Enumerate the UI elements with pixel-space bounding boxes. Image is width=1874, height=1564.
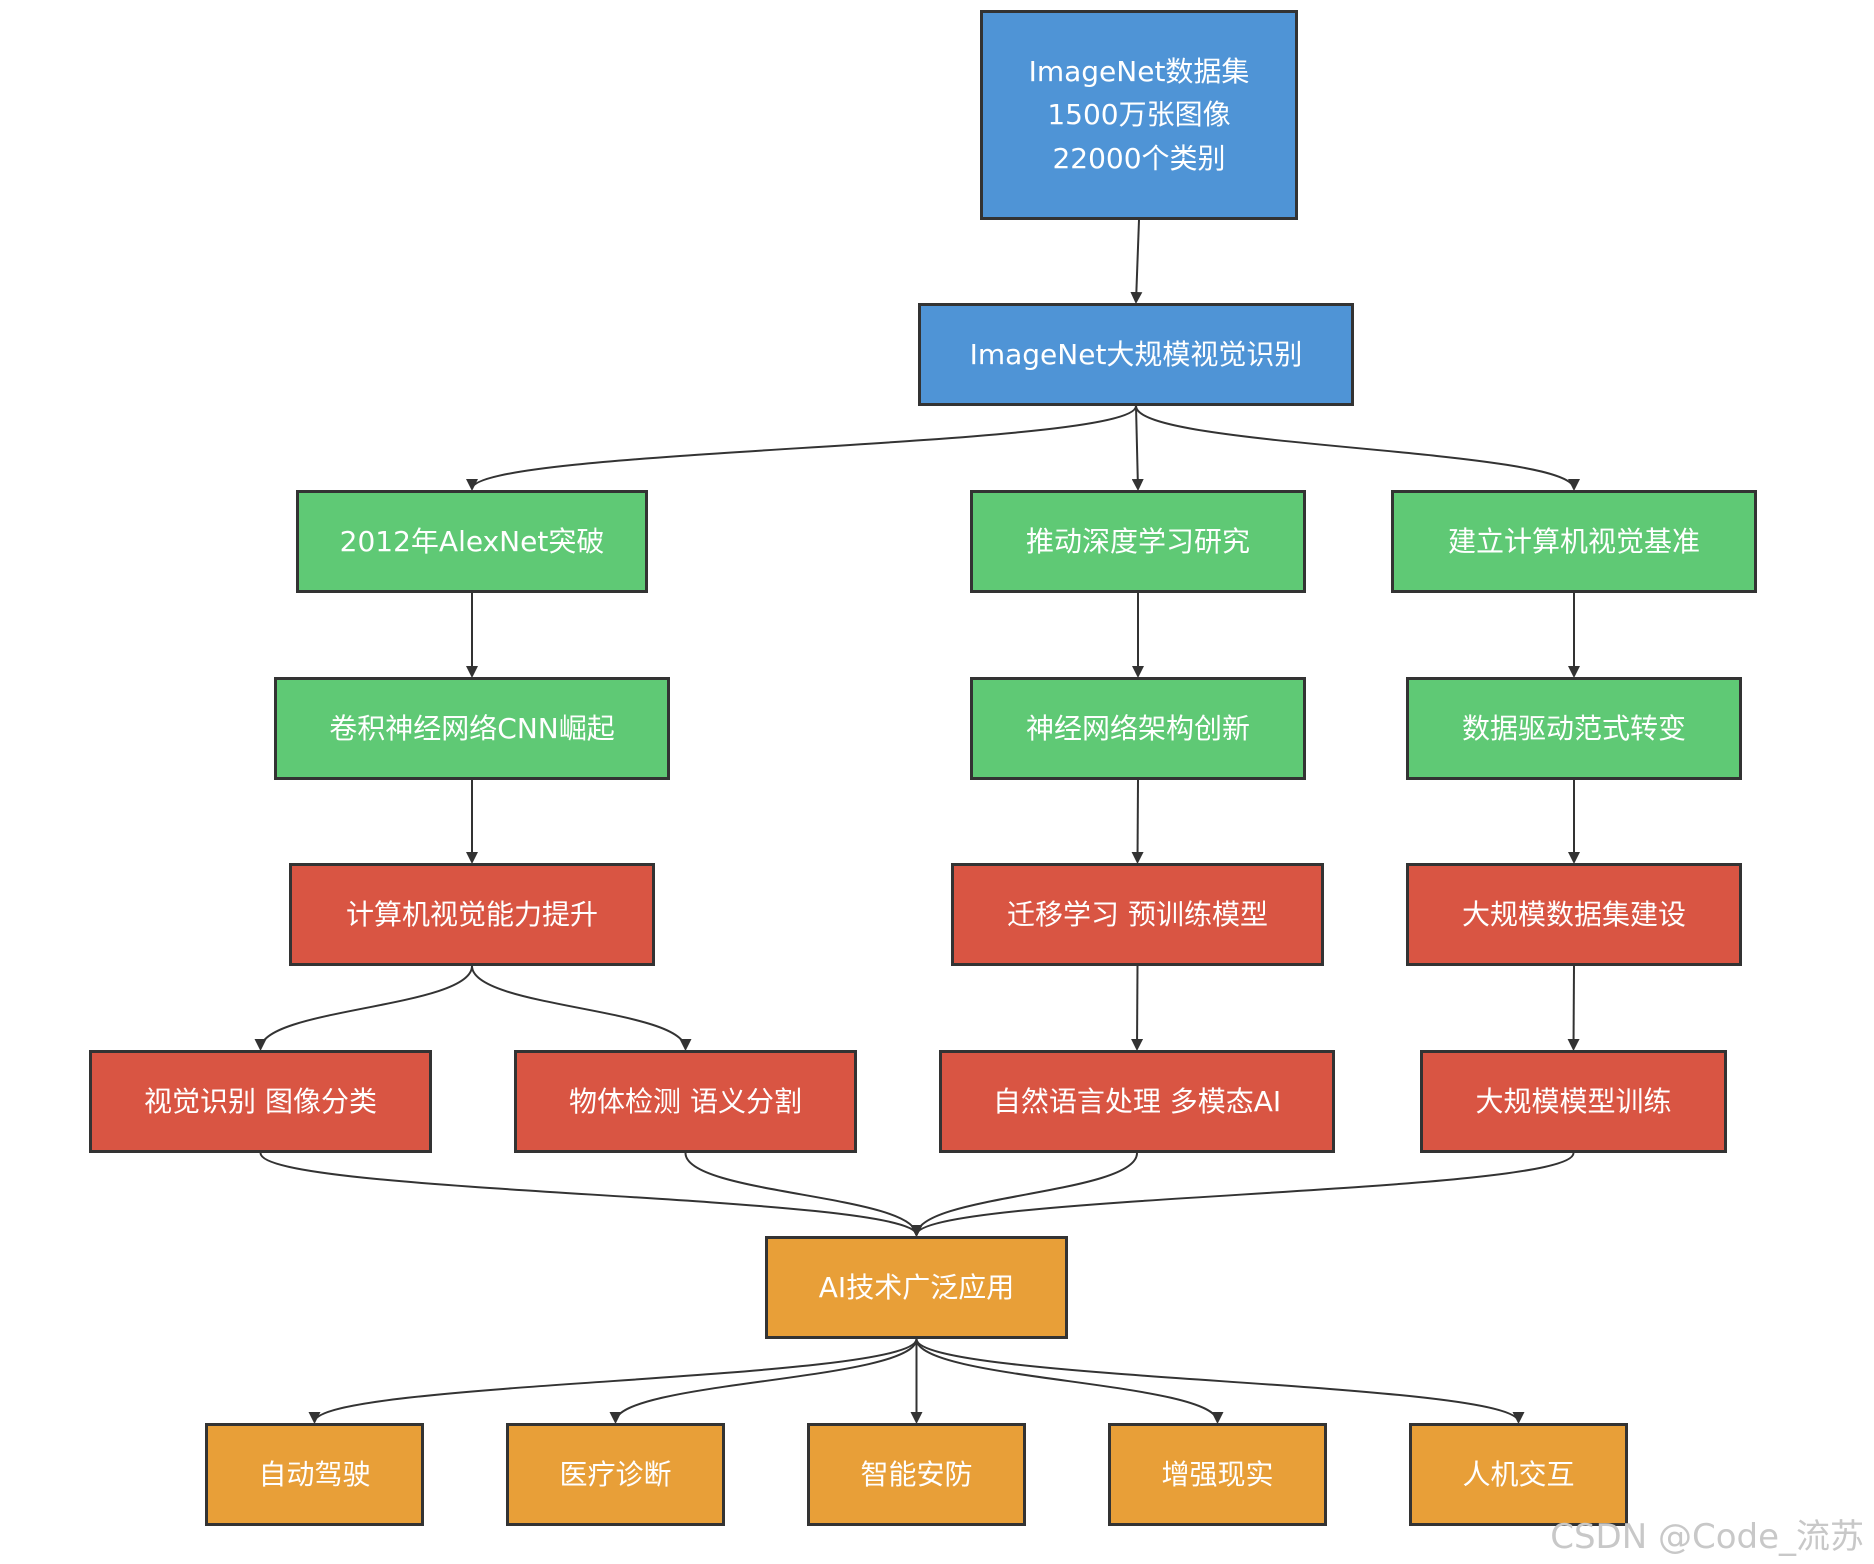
edge-ilsvrc-to-alexnet (466, 405, 1137, 491)
node-label: 计算机视觉能力提升 (345, 897, 598, 931)
edge-ai_apps-to-medical (609, 1338, 918, 1424)
node-line: 22000个类别 (1052, 141, 1226, 175)
edge-ai_apps-to-hci (915, 1338, 1525, 1424)
node-label: 推动深度学习研究 (1025, 524, 1250, 558)
node-label: 增强现实 (1161, 1457, 1274, 1491)
node-human-computer-interaction: 人机交互 (1409, 1423, 1628, 1526)
node-label: 建立计算机视觉基准 (1447, 524, 1700, 558)
edge-ai_apps-to-autodrive (308, 1338, 918, 1424)
watermark: CSDN @Code_流苏 (1550, 1517, 1864, 1557)
node-label: ImageNet大规模视觉识别 (969, 337, 1303, 371)
node-object-detection: 物体检测 语义分割 (514, 1050, 857, 1153)
node-imagenet-dataset: ImageNet数据集 1500万张图像 22000个类别 (980, 10, 1298, 220)
edge-large_model-to-ai_apps (910, 1152, 1575, 1237)
node-label: 视觉识别 图像分类 (144, 1084, 377, 1118)
node-alexnet: 2012年AlexNet突破 (296, 490, 648, 593)
node-label: 自动驾驶 (258, 1457, 371, 1491)
edge-nlp-to-ai_apps (910, 1152, 1138, 1237)
node-autonomous-driving: 自动驾驶 (205, 1423, 424, 1526)
edge-cv_capability-to-detection (471, 965, 692, 1051)
node-deep-learning: 推动深度学习研究 (970, 490, 1306, 593)
edge-transfer-to-nlp (1131, 965, 1144, 1051)
node-visual-recognition: 视觉识别 图像分类 (89, 1050, 432, 1153)
node-label: 人机交互 (1462, 1457, 1575, 1491)
node-ilsvrc: ImageNet大规模视觉识别 (918, 303, 1354, 406)
node-label: 大规模数据集建设 (1461, 897, 1686, 931)
node-medical-diagnosis: 医疗诊断 (506, 1423, 725, 1526)
node-line: 1500万张图像 (1047, 98, 1231, 132)
edge-detection-to-ai_apps (684, 1152, 923, 1237)
node-label: 迁移学习 预训练模型 (1007, 897, 1268, 931)
node-cv-benchmark: 建立计算机视觉基准 (1391, 490, 1757, 593)
edge-nn_arch-to-transfer (1131, 779, 1144, 864)
node-label: 数据驱动范式转变 (1461, 711, 1686, 745)
edge-ilsvrc-to-benchmark (1135, 405, 1580, 491)
node-label: 自然语言处理 多模态AI (992, 1084, 1282, 1118)
node-label: 物体检测 语义分割 (569, 1084, 802, 1118)
edge-large_dataset-to-large_model (1567, 965, 1580, 1051)
node-label: 医疗诊断 (559, 1457, 672, 1491)
node-label: 卷积神经网络CNN崛起 (329, 711, 615, 745)
edge-recognition-to-ai_apps (259, 1152, 923, 1237)
edge-ilsvrc-to-deep_learning (1131, 405, 1144, 491)
node-smart-security: 智能安防 (807, 1423, 1026, 1526)
node-cv-capability: 计算机视觉能力提升 (289, 863, 655, 966)
node-label: 智能安防 (860, 1457, 973, 1491)
edge-dataset-to-ilsvrc (1130, 219, 1143, 304)
node-large-dataset: 大规模数据集建设 (1406, 863, 1742, 966)
node-transfer-learning: 迁移学习 预训练模型 (951, 863, 1324, 966)
node-augmented-reality: 增强现实 (1108, 1423, 1327, 1526)
node-line: ImageNet数据集 (1028, 54, 1250, 88)
node-data-driven: 数据驱动范式转变 (1406, 677, 1742, 780)
edge-cv_capability-to-recognition (254, 965, 473, 1051)
node-label: AI技术广泛应用 (818, 1270, 1015, 1304)
node-ai-applications: AI技术广泛应用 (765, 1236, 1068, 1339)
node-label: 神经网络架构创新 (1025, 711, 1250, 745)
node-label: 大规模模型训练 (1475, 1084, 1672, 1118)
node-nlp-multimodal: 自然语言处理 多模态AI (939, 1050, 1335, 1153)
node-nn-architecture: 神经网络架构创新 (970, 677, 1306, 780)
node-cnn-rise: 卷积神经网络CNN崛起 (274, 677, 670, 780)
node-label: 2012年AlexNet突破 (339, 524, 605, 558)
edge-ai_apps-to-ar (915, 1338, 1224, 1424)
node-large-model: 大规模模型训练 (1420, 1050, 1727, 1153)
